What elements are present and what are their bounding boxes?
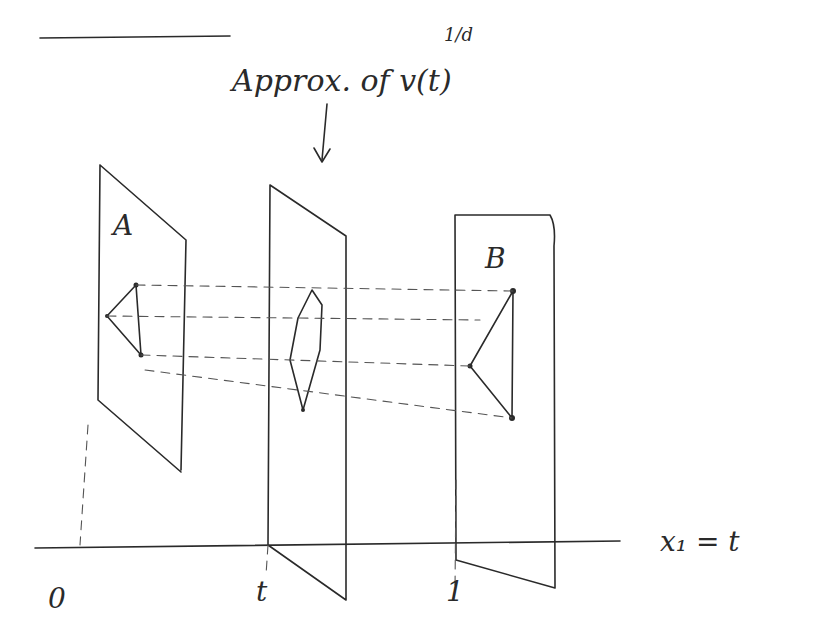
plane [268,185,346,600]
plane [98,165,186,472]
triangle-a [107,285,141,355]
axis-label: x₁ = t [660,528,740,556]
exponent: 1/d [444,26,473,44]
axis-tick: t [256,578,267,606]
set-label: B [485,245,506,273]
plane [455,215,555,588]
axis-tick: 1 [446,578,464,606]
annotation: Approx. of v(t) [232,66,452,96]
axis-line [35,541,620,548]
set-label: A [113,212,133,240]
axis-tick: 0 [48,585,66,613]
triangle-b [470,291,513,418]
pointer-arrow [322,104,327,160]
approx-shape [290,290,322,410]
